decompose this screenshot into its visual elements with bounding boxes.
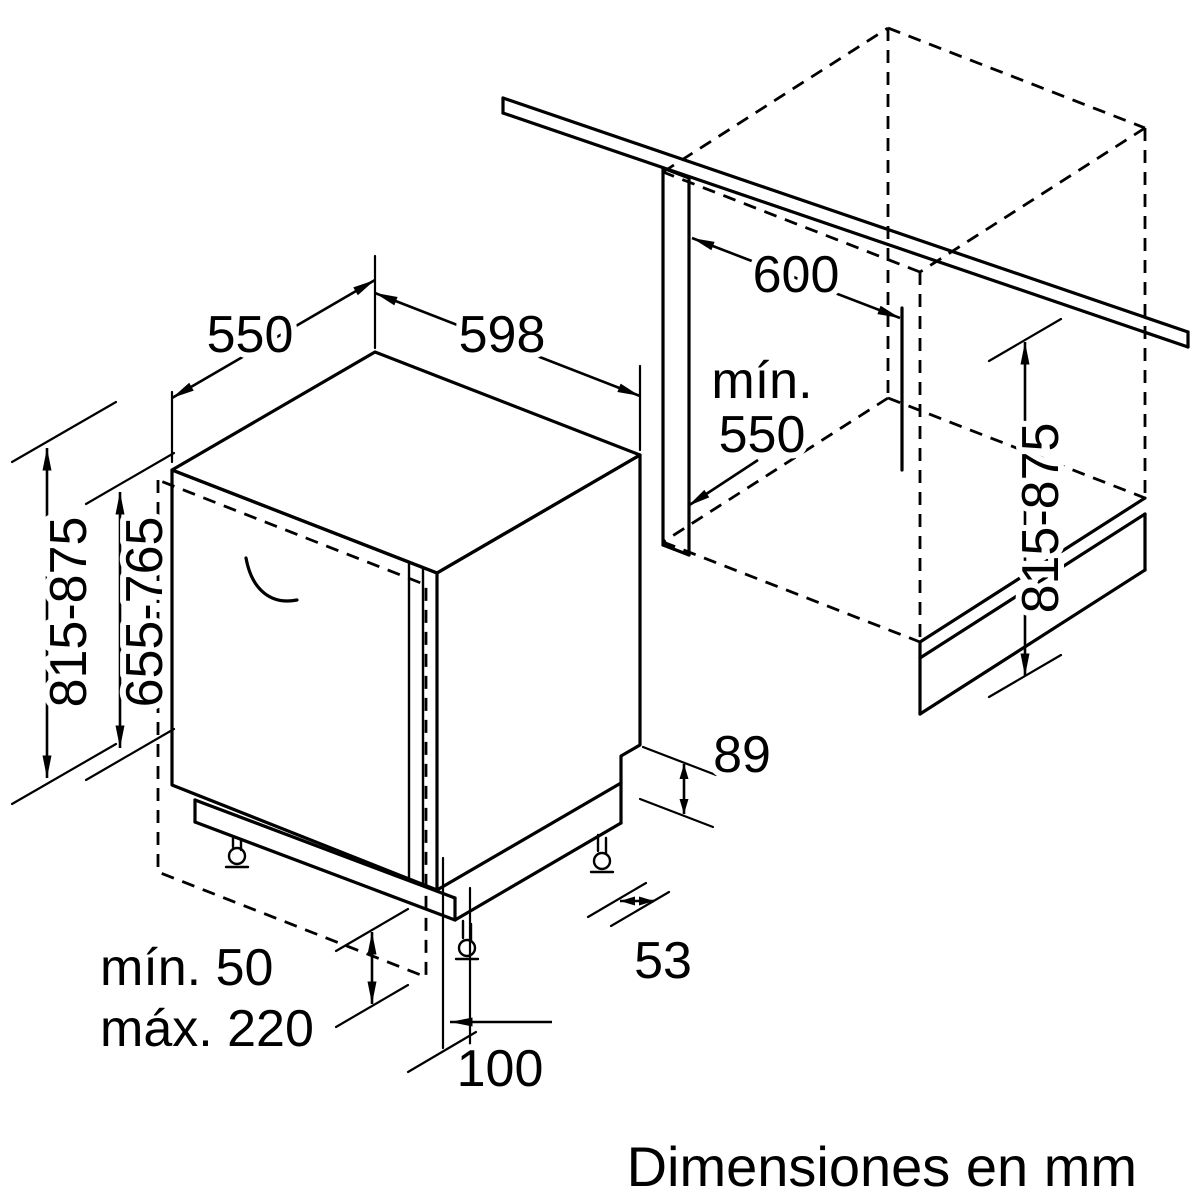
- adjustable-foot-front-right: [454, 919, 480, 961]
- dimension-rear-notch: [638, 745, 718, 829]
- label-plinth-min: mín. 50: [100, 939, 273, 997]
- label-niche-depth-prefix: mín.: [711, 352, 812, 410]
- adjustable-foot-rear: [589, 833, 615, 874]
- dimension-niche-height: [987, 317, 1063, 699]
- dimension-door-height: [84, 451, 176, 782]
- label-rear-notch: 89: [713, 726, 771, 784]
- dishwasher-base: [193, 781, 623, 922]
- door-handle-curve: [244, 556, 299, 603]
- dimension-niche-depth: [687, 458, 759, 508]
- label-niche-width: 600: [753, 246, 840, 304]
- dimension-top-width: [374, 291, 642, 452]
- dimension-niche-width: [691, 236, 901, 320]
- label-rear-offset: 53: [634, 932, 692, 990]
- dishwasher-body: [170, 350, 642, 892]
- label-niche-height: 815-875: [1012, 423, 1070, 614]
- units-note: Dimensiones en mm: [627, 1135, 1137, 1198]
- countertop-board: [501, 96, 1190, 349]
- label-niche-depth-value: 550: [719, 406, 806, 464]
- dimension-rear-offset: [586, 881, 671, 928]
- label-front-offset: 100: [457, 1040, 544, 1098]
- niche-dashed-box: [662, 26, 1147, 644]
- label-top-depth: 550: [207, 306, 294, 364]
- label-top-width: 598: [459, 306, 546, 364]
- dimension-front-offset: [406, 856, 552, 1074]
- niche-floor: [918, 496, 1147, 716]
- label-door-height: 655-765: [116, 517, 174, 708]
- label-appliance-height: 815-875: [40, 517, 98, 708]
- adjustable-foot-front-left: [224, 835, 250, 869]
- dimension-plinth-range: [334, 907, 410, 1029]
- furniture-door-dashed-outline: [156, 477, 428, 980]
- label-plinth-max: máx. 220: [100, 1000, 314, 1058]
- dimension-appliance-height: [10, 400, 118, 806]
